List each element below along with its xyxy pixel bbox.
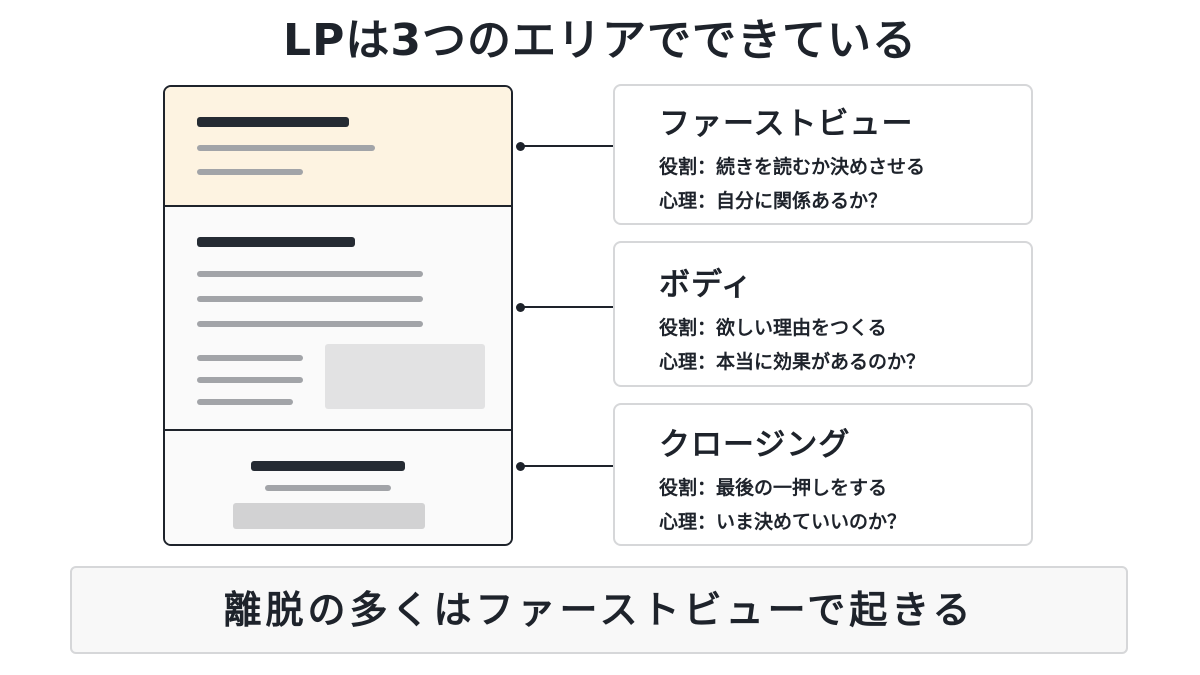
connector-line (520, 465, 613, 467)
wireframe-headline-bar (197, 117, 349, 127)
wireframe-headline-bar (251, 461, 405, 471)
key-takeaway-banner: 離脱の多くはファーストビューで起きる (70, 566, 1128, 654)
wireframe-closing-section (165, 431, 511, 544)
wireframe-body-section (165, 207, 511, 431)
diagram-title: LPは3つのエリアでできている (283, 15, 917, 66)
wireframe-text-bar (197, 296, 423, 302)
card-title: クロージング (659, 427, 851, 463)
wireframe-cta-button (233, 503, 425, 529)
wireframe-text-bar (197, 169, 303, 175)
closing-card: クロージング 役割：最後の一押しをする 心理：いま決めていいのか？ (613, 403, 1033, 546)
card-psychology: 心理：いま決めていいのか？ (659, 511, 907, 533)
card-role: 役割：続きを読むか決めさせる (659, 156, 926, 178)
wireframe-headline-bar (197, 237, 355, 247)
wireframe-text-bar (197, 145, 375, 151)
card-title: ファーストビュー (659, 106, 914, 142)
banner-text: 離脱の多くはファーストビューで起きる (223, 588, 975, 632)
card-role: 役割：最後の一押しをする (659, 477, 888, 499)
wireframe-text-bar (265, 485, 391, 491)
wireframe-text-bar (197, 355, 303, 361)
body-card: ボディ 役割：欲しい理由をつくる 心理：本当に効果があるのか？ (613, 241, 1033, 387)
wireframe-text-bar (197, 321, 423, 327)
card-title: ボディ (659, 267, 753, 303)
card-psychology: 心理：本当に効果があるのか？ (659, 351, 926, 373)
first-view-card: ファーストビュー 役割：続きを読むか決めさせる 心理：自分に関係あるか？ (613, 84, 1033, 225)
connector-line (520, 145, 613, 147)
lp-wireframe (163, 85, 513, 546)
wireframe-first-view-section (165, 87, 511, 207)
wireframe-text-bar (197, 399, 293, 405)
wireframe-text-bar (197, 271, 423, 277)
wireframe-text-bar (197, 377, 303, 383)
connector-line (520, 306, 613, 308)
card-role: 役割：欲しい理由をつくる (659, 317, 887, 339)
wireframe-image-placeholder (325, 344, 485, 409)
card-psychology: 心理：自分に関係あるか？ (659, 190, 888, 212)
